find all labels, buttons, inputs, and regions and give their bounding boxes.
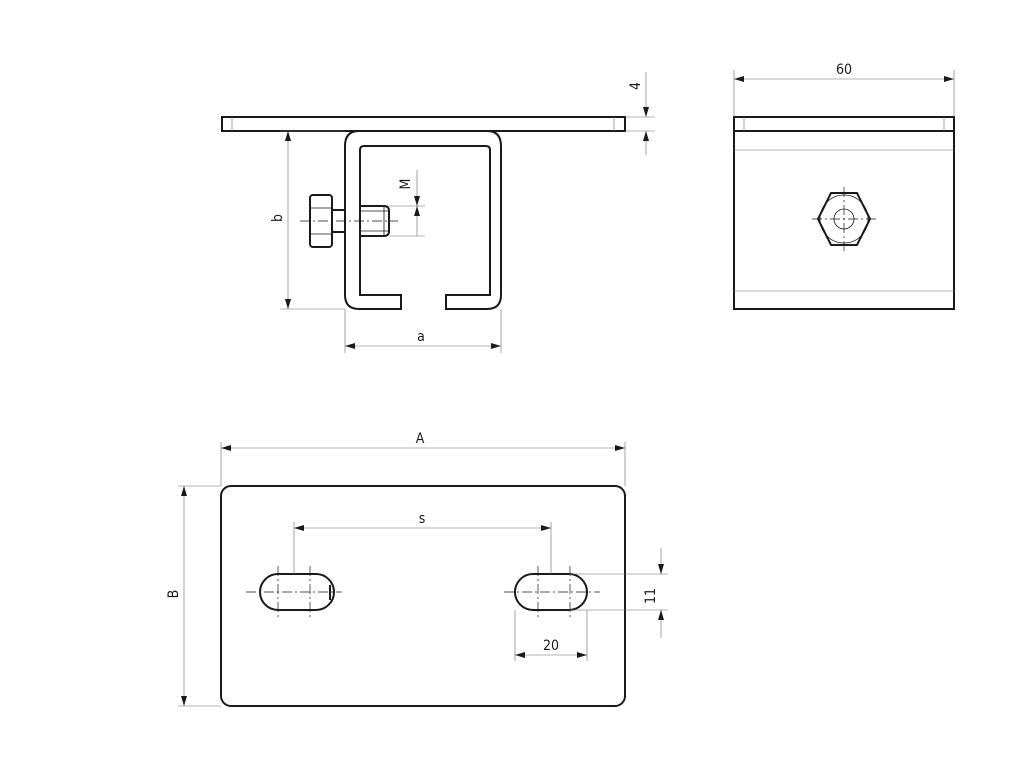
dim-label-m: M: [398, 179, 414, 190]
dim-side-width: 60: [733, 62, 955, 117]
mounting-plate-top: [220, 485, 626, 707]
dim-label-4: 4: [628, 82, 644, 90]
dim-channel-width: a: [344, 309, 502, 353]
dim-slot-width: 11: [569, 548, 668, 638]
slot-left: [246, 566, 342, 620]
dim-label-60: 60: [836, 62, 852, 78]
side-body: [733, 116, 955, 310]
dim-plate-thickness: 4: [625, 72, 655, 155]
dim-slot-spacing: s: [293, 511, 552, 574]
dim-plate-width: B: [166, 485, 221, 707]
front-view: 4 M b a: [221, 72, 655, 353]
dim-label-b: b: [270, 214, 286, 222]
mounting-plate-front: [221, 116, 626, 132]
dim-slot-length: 20: [514, 610, 588, 661]
dim-label-B: B: [166, 590, 182, 599]
dim-label-s: s: [419, 511, 426, 527]
top-view: A B s 11: [166, 431, 668, 707]
dim-label-A: A: [416, 431, 425, 447]
dim-label-11: 11: [643, 588, 659, 604]
dim-bolt-size: M: [389, 170, 425, 237]
side-view: 60: [733, 62, 955, 310]
c-channel-profile: [344, 130, 502, 310]
dim-label-20: 20: [543, 638, 559, 654]
dim-channel-height: b: [270, 130, 345, 310]
hex-bolt-side: [300, 194, 398, 248]
dim-plate-length: A: [220, 431, 626, 486]
dim-label-a: a: [417, 329, 425, 345]
hex-bolt-front: [812, 187, 878, 251]
